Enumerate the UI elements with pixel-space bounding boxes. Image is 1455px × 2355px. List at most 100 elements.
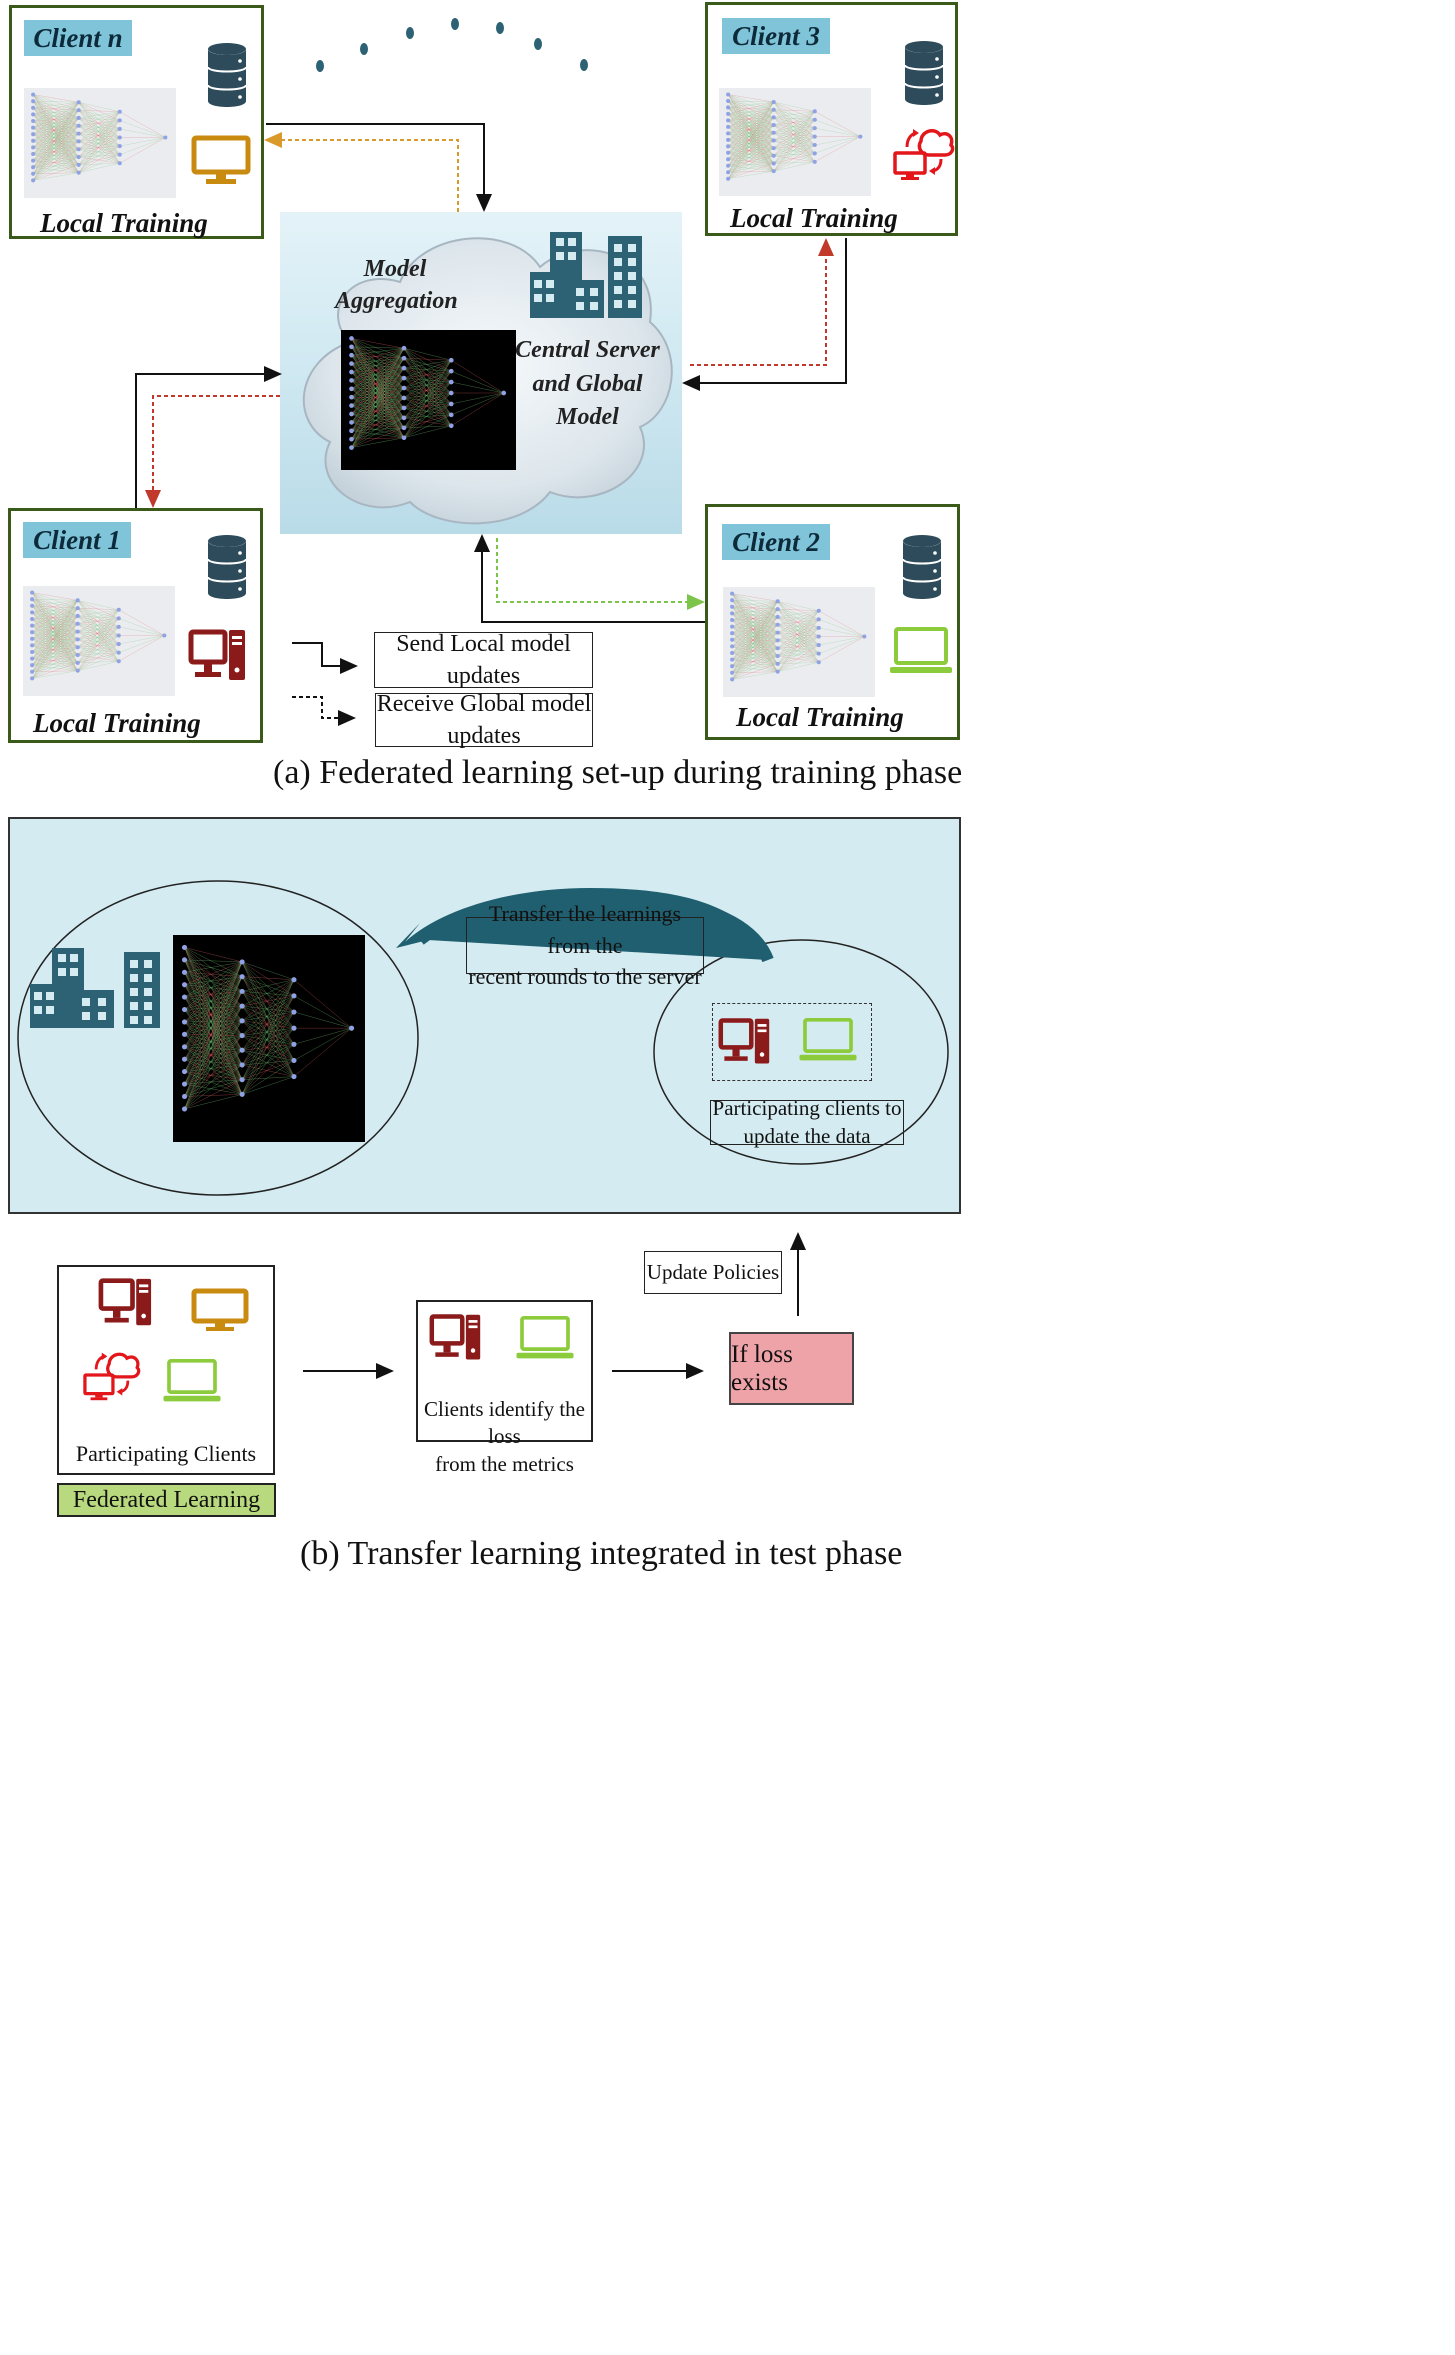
database-icon <box>206 41 248 109</box>
nn-edge <box>727 120 774 164</box>
nn-edge <box>31 623 78 659</box>
nn-node <box>30 610 35 615</box>
nn-edge <box>773 117 815 154</box>
nn-edge <box>33 125 79 141</box>
nn-node <box>448 368 454 374</box>
nn-edge <box>242 995 295 1021</box>
nn-edge <box>33 140 79 142</box>
nn-edge <box>78 120 120 165</box>
nn-edge <box>728 139 774 172</box>
nn-edge <box>33 102 79 135</box>
nn-edge <box>33 167 79 173</box>
nn-node <box>31 99 36 104</box>
nn-node <box>349 436 354 442</box>
nn-edge <box>241 979 295 1036</box>
nn-edge <box>777 616 819 663</box>
nn-edge <box>732 633 778 665</box>
nn-edge <box>732 639 778 641</box>
nn-edge <box>77 639 119 645</box>
nn-edge <box>451 392 504 426</box>
nn-edge <box>728 132 774 147</box>
nn-edge <box>33 102 79 122</box>
nn-edge <box>78 109 120 147</box>
nn-edge <box>773 155 815 163</box>
nn-node <box>401 385 407 391</box>
nn-edge <box>77 635 119 656</box>
nn-edge <box>78 128 120 150</box>
nn-edge <box>184 1083 243 1095</box>
nn-edge <box>33 107 79 142</box>
nn-edge <box>727 140 774 179</box>
nn-edge <box>403 397 452 426</box>
nn-edge <box>351 368 405 448</box>
nn-edge <box>403 407 452 426</box>
nn-edge <box>31 600 78 646</box>
nn-edge <box>78 154 120 166</box>
nn-edge <box>77 615 119 653</box>
nn-node <box>239 1062 245 1068</box>
nn-edge <box>731 632 778 673</box>
nn-edge <box>78 125 120 147</box>
nn-node <box>239 1091 245 1097</box>
nn-edge <box>351 437 405 440</box>
nn-edge <box>32 638 78 671</box>
nn-edge <box>32 102 79 174</box>
nn-edge <box>773 117 815 137</box>
nn-edge <box>773 124 815 137</box>
nn-edge <box>727 94 774 172</box>
nn-edge <box>33 156 79 168</box>
nn-edge <box>32 639 78 659</box>
nn-edge <box>77 618 119 624</box>
nn-node <box>117 126 122 131</box>
nn-edge <box>32 638 78 664</box>
nn-edge <box>242 1011 294 1021</box>
nn-edge <box>728 94 774 110</box>
update-policies-box: Update Policies <box>644 1251 782 1294</box>
nn-edge <box>728 133 774 164</box>
nn-edge <box>773 101 815 137</box>
nn-edge <box>32 605 78 617</box>
nn-edge <box>727 101 774 173</box>
nn-edge <box>31 612 78 663</box>
nn-edge <box>184 1050 243 1110</box>
nn-edge <box>33 127 79 150</box>
nn-edge <box>77 654 119 662</box>
nn-edge <box>184 1046 243 1051</box>
nn-node <box>816 660 821 665</box>
nn-node <box>401 395 407 401</box>
nn-edge <box>184 959 243 977</box>
nn-edge <box>184 1020 243 1109</box>
global-model-network <box>341 330 516 470</box>
nn-edge <box>732 616 778 634</box>
nn-edge <box>184 961 243 1035</box>
nn-edge <box>78 117 120 155</box>
nn-edge <box>732 659 778 672</box>
nn-edge <box>777 624 819 663</box>
nn-edge <box>777 653 819 657</box>
nn-node <box>730 624 735 629</box>
nn-edge <box>241 979 295 1051</box>
nn-edge <box>184 1005 243 1072</box>
nn-edge <box>731 593 778 672</box>
nn-edge <box>351 358 405 440</box>
nn-edge <box>403 370 452 389</box>
server-network <box>173 935 365 1142</box>
nn-edge <box>32 618 78 632</box>
nn-edge <box>773 117 815 163</box>
nn-edge <box>184 1046 243 1080</box>
nn-edge <box>32 639 78 646</box>
nn-node <box>771 138 776 143</box>
nn-edge <box>184 1005 243 1097</box>
nn-edge <box>31 605 78 671</box>
nn-edge <box>403 381 452 389</box>
nn-edge <box>731 606 778 664</box>
nn-node <box>31 151 36 157</box>
nn-node <box>812 117 817 122</box>
legend-send-label: Send Local model updates <box>396 630 571 689</box>
nn-edge <box>32 618 78 640</box>
nn-node <box>181 1006 188 1013</box>
dot <box>580 59 588 71</box>
nn-edge <box>77 608 119 653</box>
nn-node <box>181 957 188 963</box>
nn-edge <box>814 119 861 137</box>
